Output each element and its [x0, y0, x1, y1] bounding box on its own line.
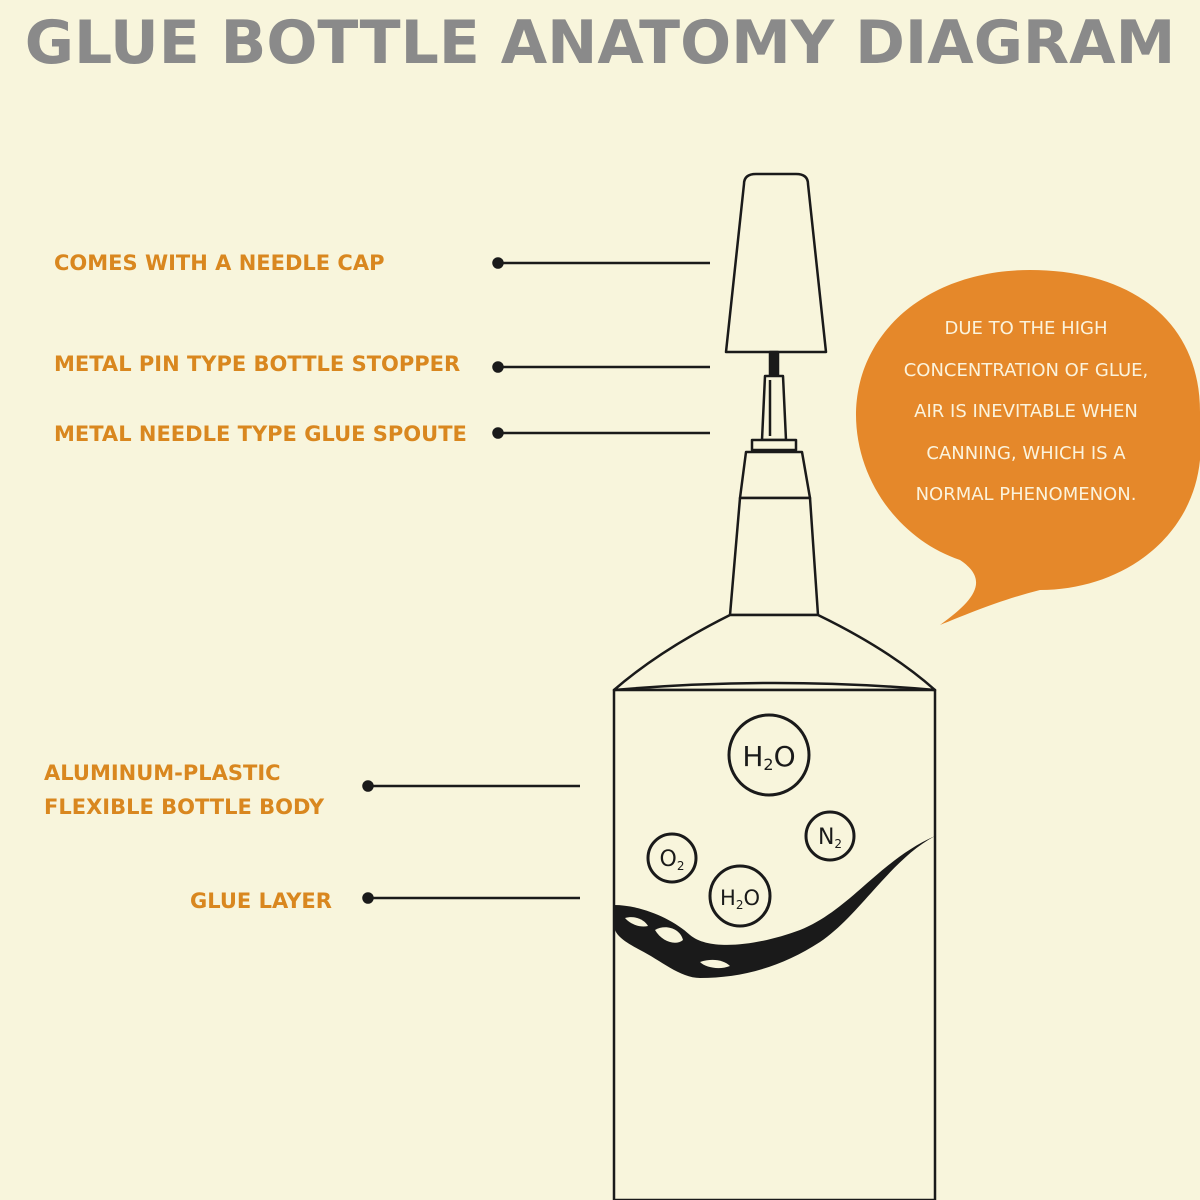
svg-text:N2: N2 [818, 825, 842, 851]
molecule-h2o-large: H2O [727, 713, 811, 797]
label-bottle-stopper: METAL PIN TYPE BOTTLE STOPPER [54, 352, 461, 376]
leader-line-cap [492, 257, 710, 269]
callout-text: DUE TO THE HIGH CONCENTRATION OF GLUE, A… [866, 308, 1186, 516]
label-glue-layer: GLUE LAYER [190, 889, 332, 913]
svg-text:O2: O2 [660, 847, 685, 873]
molecule-o2: O2 [646, 832, 698, 884]
svg-text:H2O: H2O [742, 740, 795, 774]
label-bottle-body-line2: FLEXIBLE BOTTLE BODY [44, 795, 325, 819]
leader-line-glue [362, 892, 580, 904]
leader-line-body [362, 780, 580, 792]
bottle-shoulder [612, 613, 937, 692]
molecule-n2: N2 [804, 810, 856, 862]
label-glue-spout: METAL NEEDLE TYPE GLUE SPOUTE [54, 422, 467, 446]
label-bottle-body-line1: ALUMINUM-PLASTIC [44, 761, 281, 785]
leader-line-stopper [492, 361, 710, 373]
label-bottle-body: ALUMINUM-PLASTIC FLEXIBLE BOTTLE BODY [44, 756, 324, 824]
leader-lines [362, 257, 710, 904]
needle-cap [724, 172, 828, 354]
callout-line-1: DUE TO THE HIGH [944, 318, 1108, 339]
glue-layer [614, 836, 935, 978]
leader-line-spout [492, 427, 710, 439]
page-title: GLUE BOTTLE ANATOMY DIAGRAM [24, 8, 1176, 78]
glue-spout [760, 374, 788, 442]
callout-line-3: AIR IS INEVITABLE WHEN [914, 401, 1138, 422]
molecule-h2o-small: H2O [708, 864, 772, 928]
callout-bubble [855, 270, 1200, 625]
bottle-stopper [768, 350, 780, 378]
svg-text:H2O: H2O [720, 886, 760, 912]
callout-line-5: NORMAL PHENOMENON. [915, 484, 1137, 505]
callout-line-2: CONCENTRATION OF GLUE, [903, 359, 1149, 381]
bottle-nozzle [738, 450, 812, 500]
label-needle-cap: COMES WITH A NEEDLE CAP [54, 251, 385, 275]
callout-line-4: CANNING, WHICH IS A [926, 442, 1126, 464]
